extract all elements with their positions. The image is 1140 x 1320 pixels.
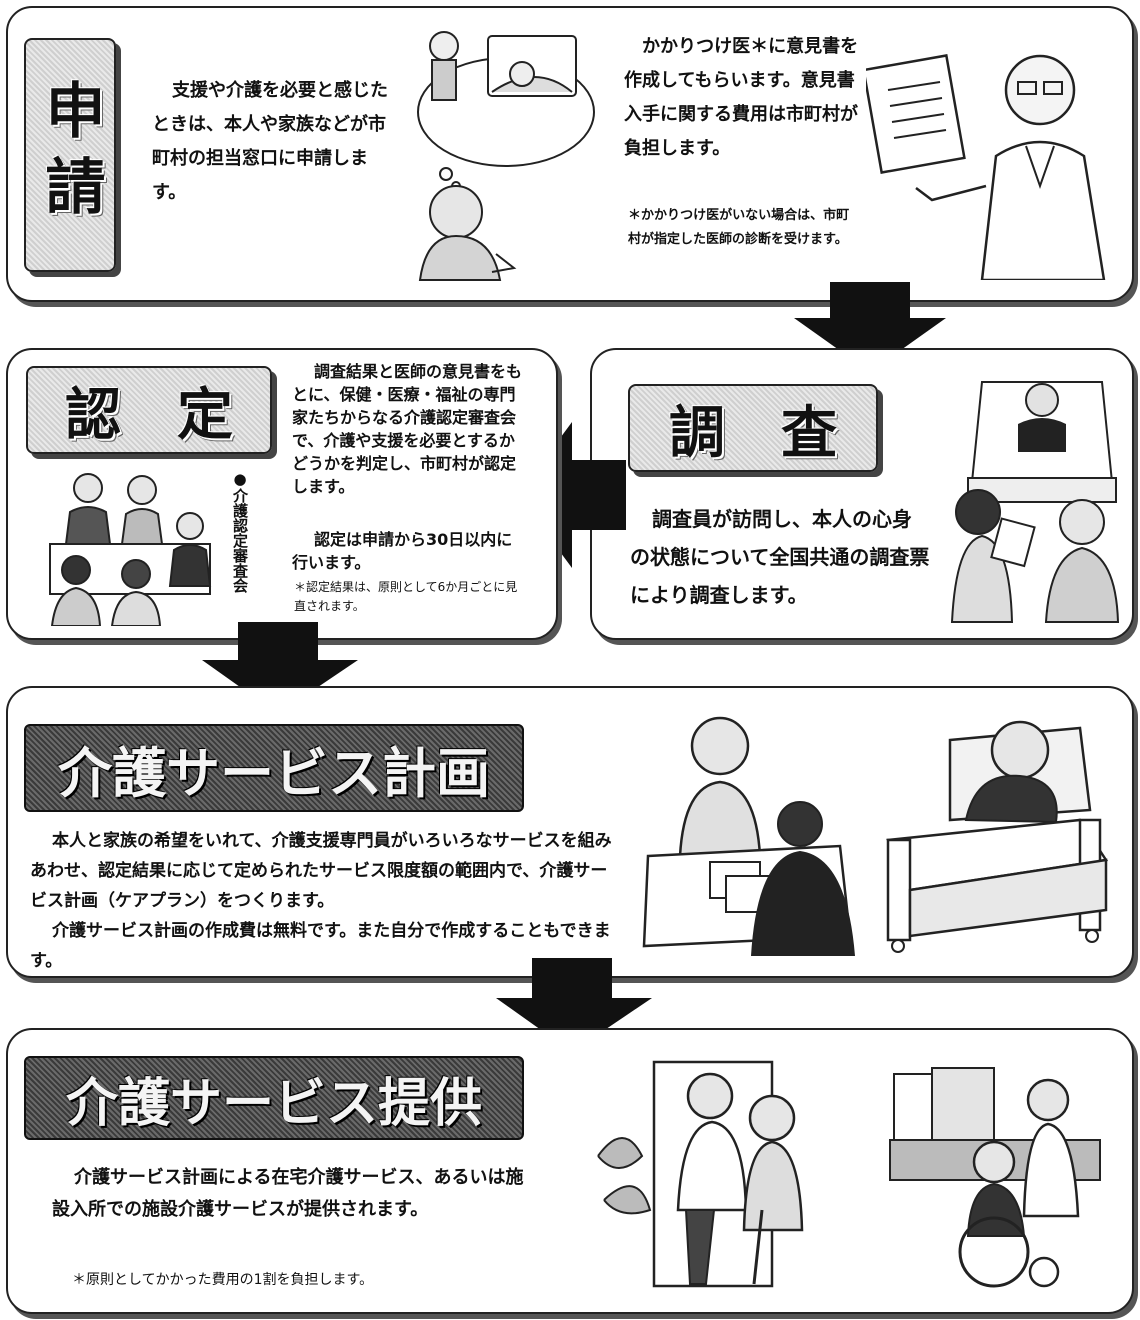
certification-badge-text: 認 定 (65, 381, 233, 448)
service-note: ＊原則としてかかった費用の1割を負担します。 (72, 1272, 374, 1288)
certification-body2: 認定は申請から30日以内に行います。 (292, 530, 513, 572)
service-banner-text: 介護サービス提供 (65, 1072, 482, 1134)
committee-illustration (49, 473, 212, 626)
survey-badge-text: 調 査 (669, 399, 837, 466)
arrow-application-to-survey (794, 282, 946, 372)
elderly-woman-illustration (417, 31, 595, 281)
consultation-illustration (642, 716, 856, 956)
application-body: 支援や介護を必要と感じたときは、本人や家族などが市町村の担当窓口に申請します。 (152, 80, 388, 203)
arrow-care-plan-to-service (496, 958, 652, 1052)
care-plan-body: 本人と家族の希望をいれて、介護支援専門員がいろいろなサービスを組みあわせ、認定結… (30, 831, 612, 911)
certification-body: 調査結果と医師の意見書をもとに、保健・医療・福祉の専門家たちからなる介護認定審査… (292, 362, 523, 496)
application-opinion: かかりつけ医＊に意見書を作成してもらいます。意見書入手に関する費用は市町村が負担… (624, 36, 859, 159)
survey-body: 調査員が訪問し、本人の心身の状態について全国共通の調査票により調査します。 (630, 507, 930, 607)
surveyor-illustration (950, 381, 1120, 623)
certification-caption: ●介護認定審査会 (231, 470, 249, 593)
survey-badge: 調 査 (628, 384, 878, 472)
care-plan-banner-text: 介護サービス計画 (58, 740, 490, 805)
doctor-illustration (866, 54, 1106, 280)
arrow-certification-to-care-plan (202, 622, 358, 714)
certification-note: ＊認定結果は、原則として6か月ごとに見直されます。 (294, 580, 518, 613)
service-banner: 介護サービス提供 (24, 1056, 524, 1140)
care-plan-banner: 介護サービス計画 (24, 724, 524, 812)
home-care-illustration (597, 1060, 804, 1288)
certification-badge: 認 定 (26, 366, 272, 454)
bed-illustration (886, 720, 1109, 953)
facility-care-illustration (889, 1067, 1101, 1288)
care-plan-body2: 介護サービス計画の作成費は無料です。また自分で作成することもできます。 (30, 921, 611, 971)
application-note: ＊かかりつけ医がいない場合は、市町村が指定した医師の診断を受けます。 (628, 208, 850, 247)
service-body: 介護サービス計画による在宅介護サービス、あるいは施設入所での施設介護サービスが提… (52, 1167, 524, 1220)
application-badge: 申請 (24, 38, 116, 272)
application-badge-text: 申請 (35, 79, 105, 231)
